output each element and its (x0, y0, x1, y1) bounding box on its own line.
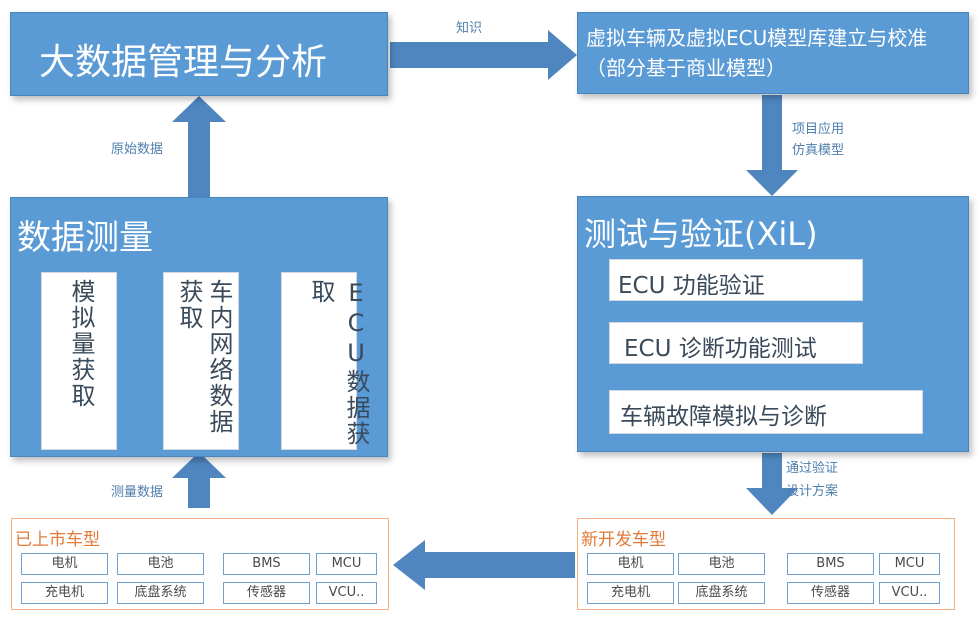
model-library-title: 虚拟车辆及虚拟ECU模型库建立与校准（部分基于商业模型） (586, 26, 928, 80)
label-knowledge: 知识 (456, 21, 483, 36)
new-chip-sensor: 传感器 (787, 582, 874, 604)
existing-chip-bms: BMS (223, 553, 310, 575)
big-data-title: 大数据管理与分析 (39, 42, 328, 83)
test-title: 测试与验证(XiL) (584, 215, 818, 253)
label-verify-2: 设计方案 (786, 484, 839, 499)
new-chip-bms: BMS (787, 553, 874, 575)
new-models-title: 新开发车型 (581, 530, 666, 550)
new-chip-motor: 电机 (587, 553, 674, 575)
card-analog-text: 模拟量获取 (67, 279, 95, 409)
arrow-project-app (746, 95, 798, 196)
arrow-measure-data (172, 452, 226, 508)
test-item-fault-sim: 车辆故障模拟与诊断 (609, 390, 923, 434)
arrow-raw-data (172, 96, 226, 198)
measurement-title: 数据测量 (17, 218, 153, 258)
test-item-fault-sim-label: 车辆故障模拟与诊断 (620, 404, 827, 430)
existing-models-title: 已上市车型 (15, 530, 100, 550)
existing-chip-motor: 电机 (21, 553, 108, 575)
existing-chip-mcu: MCU (316, 553, 377, 575)
new-chip-vcu: VCU.. (879, 582, 940, 604)
card-ecu-text: ECU数据获取 (307, 279, 370, 447)
existing-chip-chassis: 底盘系统 (117, 582, 204, 604)
test-box: 测试与验证(XiL) ECU 功能验证 ECU 诊断功能测试 车辆故障模拟与诊断 (577, 196, 969, 452)
arrow-verify (746, 453, 798, 515)
new-chip-charger: 充电机 (587, 582, 674, 604)
card-ecu: ECU数据获取 (281, 272, 370, 450)
new-chip-chassis: 底盘系统 (678, 582, 765, 604)
test-item-ecu-function-label: ECU 功能验证 (618, 273, 765, 299)
label-raw-data: 原始数据 (111, 142, 164, 157)
measurement-box: 数据测量 模拟量获取 车内网络数据 获取 ECU数据获取 (10, 197, 388, 457)
arrow-knowledge (390, 30, 577, 80)
existing-chip-battery: 电池 (117, 553, 204, 575)
test-item-ecu-diagnosis-label: ECU 诊断功能测试 (624, 336, 817, 362)
existing-chip-charger: 充电机 (21, 582, 108, 604)
card-network-text-2: 车内网络数据 (205, 279, 233, 435)
new-chip-battery: 电池 (678, 553, 765, 575)
new-models-frame: 新开发车型 电机 电池 BMS MCU 充电机 底盘系统 传感器 VCU.. (577, 518, 955, 610)
label-measure-data: 测量数据 (111, 485, 164, 500)
test-item-ecu-diagnosis: ECU 诊断功能测试 (609, 322, 863, 364)
new-chip-mcu: MCU (879, 553, 940, 575)
big-data-box: 大数据管理与分析 (10, 12, 388, 96)
card-network: 车内网络数据 获取 (163, 272, 239, 450)
label-project-app-2: 仿真模型 (792, 143, 845, 158)
label-project-app-1: 项目应用 (792, 122, 845, 137)
existing-chip-vcu: VCU.. (316, 582, 377, 604)
card-analog: 模拟量获取 (41, 272, 117, 450)
test-item-ecu-function: ECU 功能验证 (609, 259, 863, 301)
model-library-box: 虚拟车辆及虚拟ECU模型库建立与校准（部分基于商业模型） (577, 12, 969, 94)
arrow-new-to-existing (393, 540, 575, 590)
card-network-text-1: 获取 (175, 279, 203, 331)
existing-chip-sensor: 传感器 (223, 582, 310, 604)
label-verify-1: 通过验证 (786, 461, 839, 476)
existing-models-frame: 已上市车型 电机 电池 BMS MCU 充电机 底盘系统 传感器 VCU.. (11, 518, 389, 610)
